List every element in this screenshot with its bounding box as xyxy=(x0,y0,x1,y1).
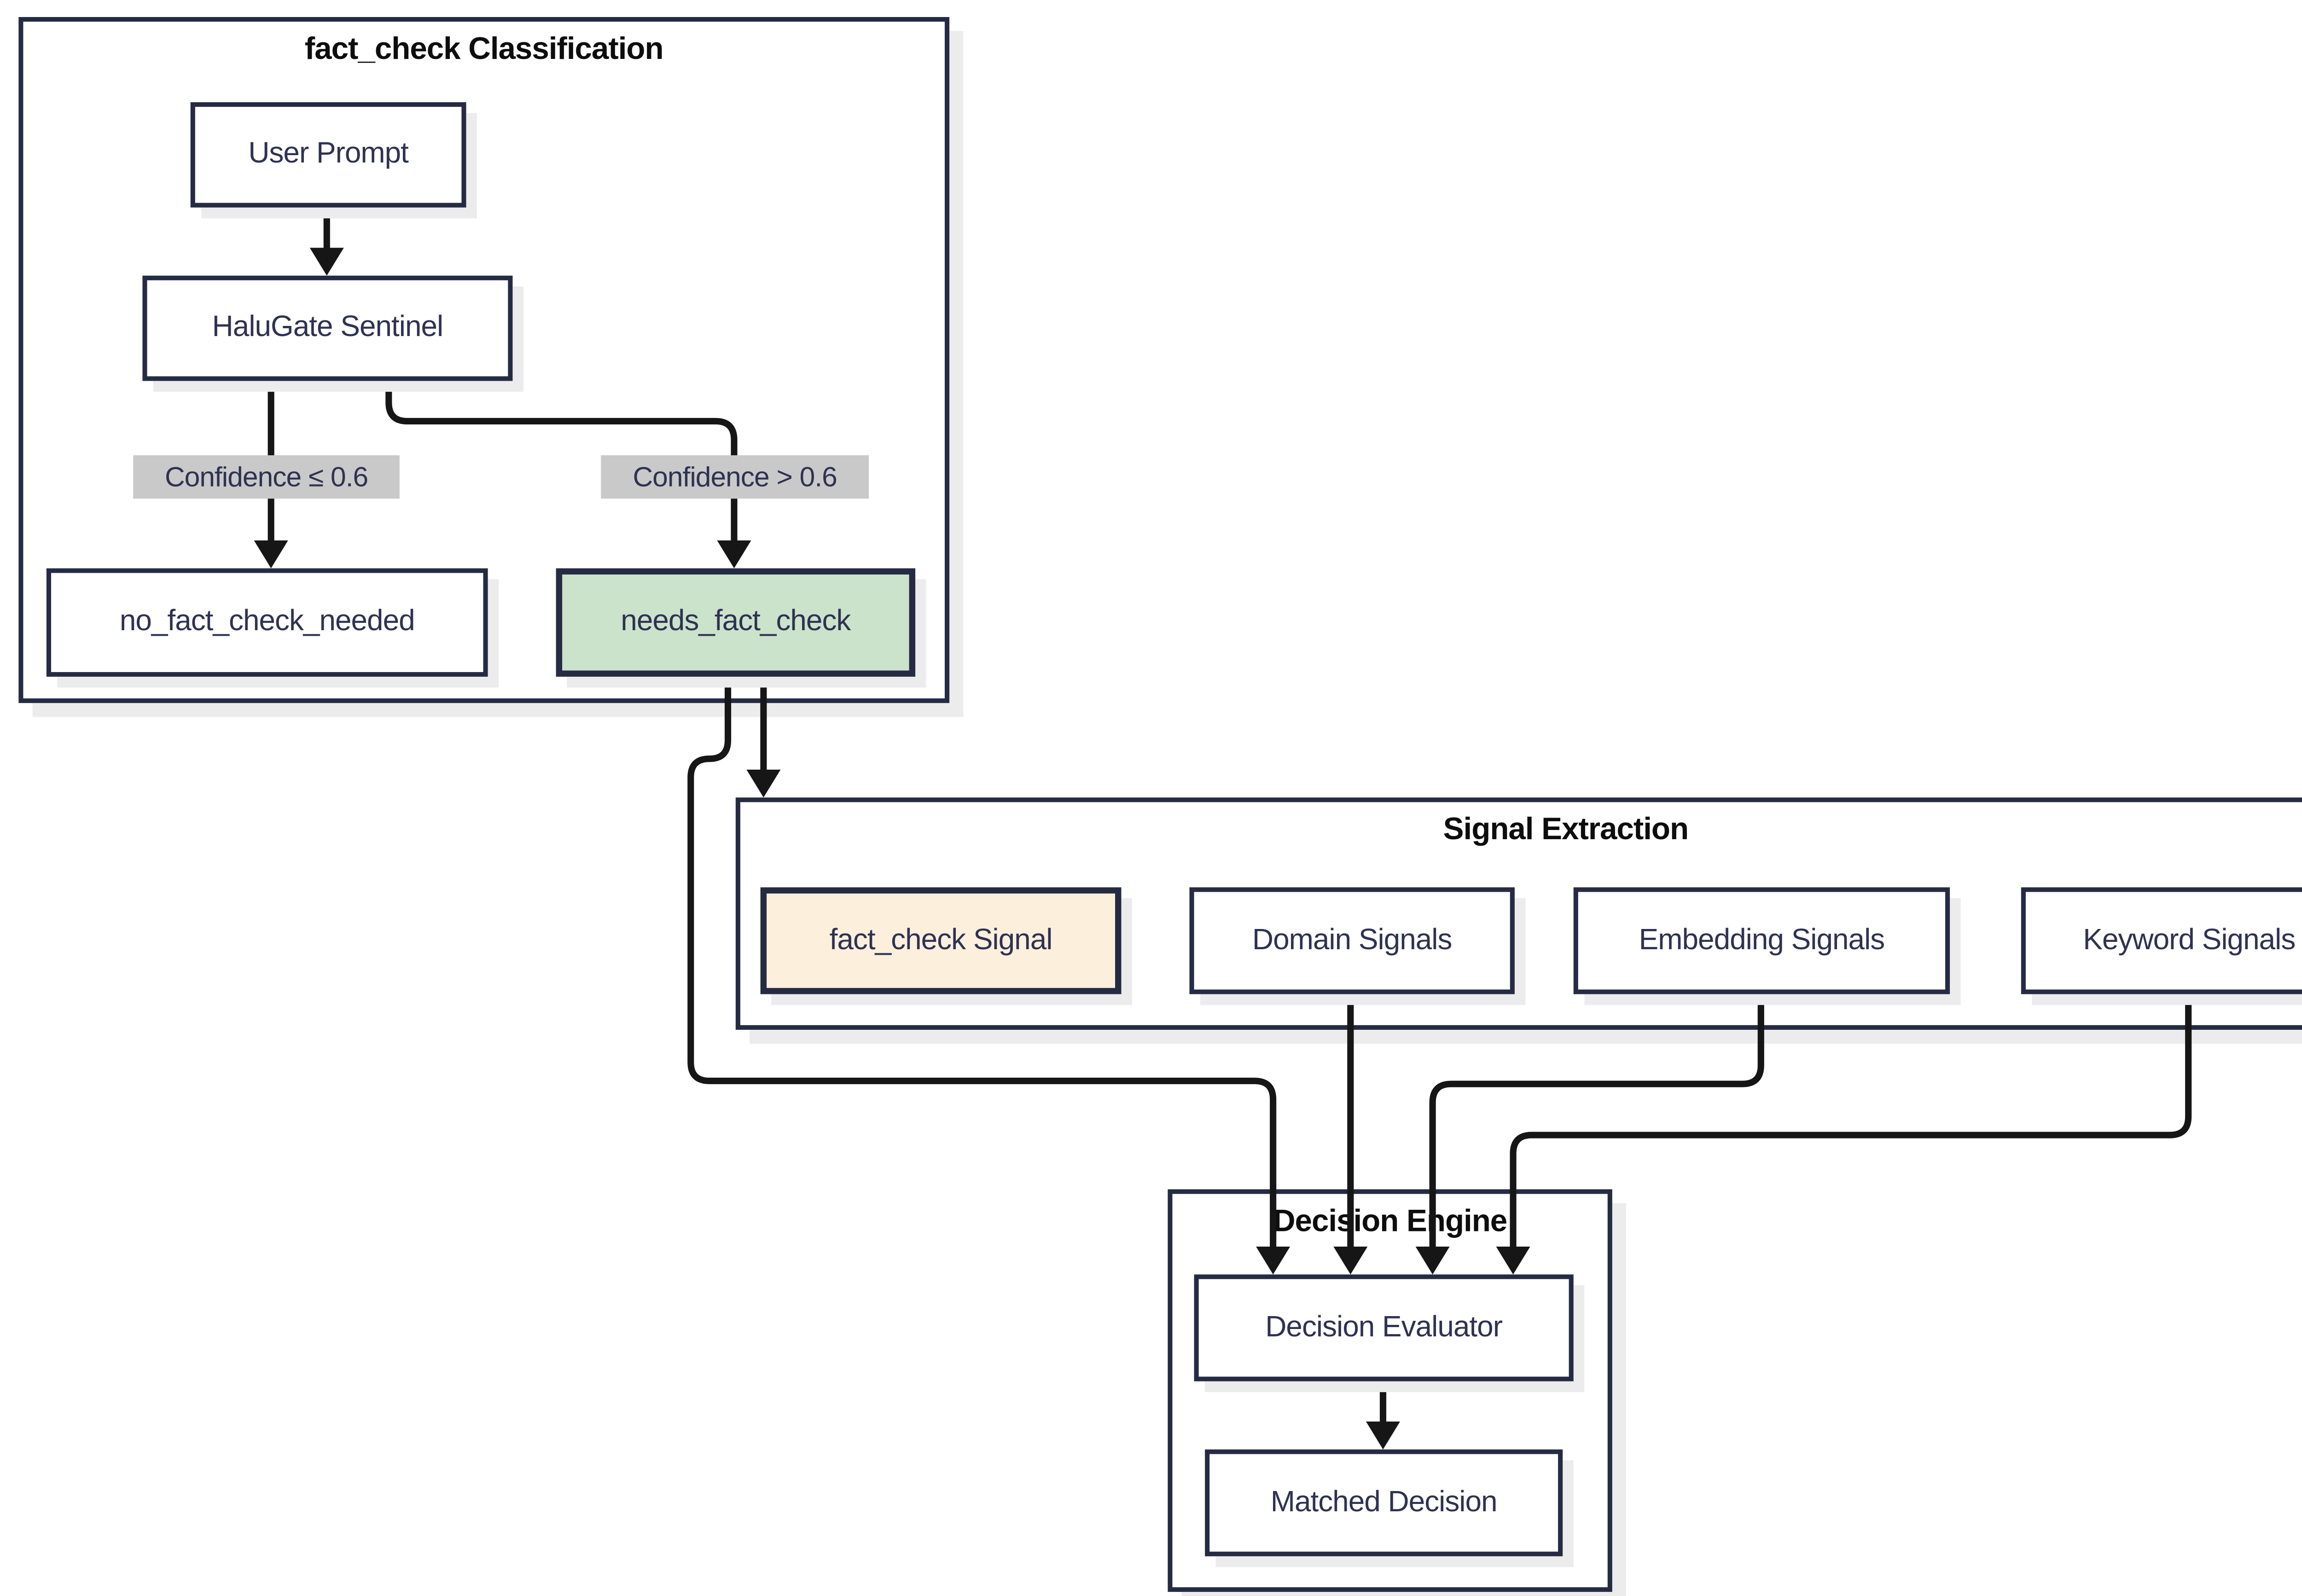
edge-user-prompt-to-halugate-sentinel xyxy=(309,204,344,276)
node-keyword-signals-label: Keyword Signals xyxy=(2083,923,2296,957)
node-halugate-sentinel: HaluGate Sentinel xyxy=(142,275,513,381)
node-user-prompt: User Prompt xyxy=(190,102,466,208)
edge-needs-fact-check-to-decision-evaluator xyxy=(687,673,1291,1275)
edge-label-confidence-low: Confidence ≤ 0.6 xyxy=(133,455,400,499)
node-domain-signals-label: Domain Signals xyxy=(1252,923,1453,957)
edge-embedding-signals-to-decision-evaluator xyxy=(1415,991,1764,1275)
node-needs-fact-check-label: needs_fact_check xyxy=(621,605,851,638)
node-matched-decision-label: Matched Decision xyxy=(1270,1486,1498,1519)
node-decision-evaluator-label: Decision Evaluator xyxy=(1265,1311,1503,1344)
edge-label-confidence-high: Confidence > 0.6 xyxy=(601,455,869,499)
node-decision-evaluator: Decision Evaluator xyxy=(1194,1274,1574,1381)
node-halugate-sentinel-label: HaluGate Sentinel xyxy=(212,311,444,344)
edge-decision-evaluator-to-matched-decision xyxy=(1366,1378,1400,1450)
node-embedding-signals: Embedding Signals xyxy=(1573,887,1950,994)
node-fact-check-signal-label: fact_check Signal xyxy=(829,923,1053,957)
subgraph-title-decision-engine: Decision Engine xyxy=(1273,1205,1507,1239)
node-no-fact-check-needed: no_fact_check_needed xyxy=(46,568,488,677)
node-keyword-signals: Keyword Signals xyxy=(2021,887,2302,994)
edge-domain-signals-to-decision-evaluator xyxy=(1333,991,1368,1275)
edge-needs-fact-check-to-signal-extraction xyxy=(746,673,781,798)
node-needs-fact-check: needs_fact_check xyxy=(556,568,916,677)
node-no-fact-check-needed-label: no_fact_check_needed xyxy=(119,605,415,638)
node-fact-check-signal: fact_check Signal xyxy=(760,887,1122,994)
subgraph-title-fact-check-classification: fact_check Classification xyxy=(304,32,664,67)
node-matched-decision: Matched Decision xyxy=(1205,1449,1563,1556)
node-embedding-signals-label: Embedding Signals xyxy=(1639,923,1885,957)
node-user-prompt-label: User Prompt xyxy=(248,138,409,171)
subgraph-title-signal-extraction: Signal Extraction xyxy=(1443,813,1689,847)
edge-halugate-sentinel-to-needs-fact-check xyxy=(385,377,751,569)
node-domain-signals: Domain Signals xyxy=(1189,887,1515,994)
edge-keyword-signals-to-decision-evaluator xyxy=(1496,991,2192,1275)
